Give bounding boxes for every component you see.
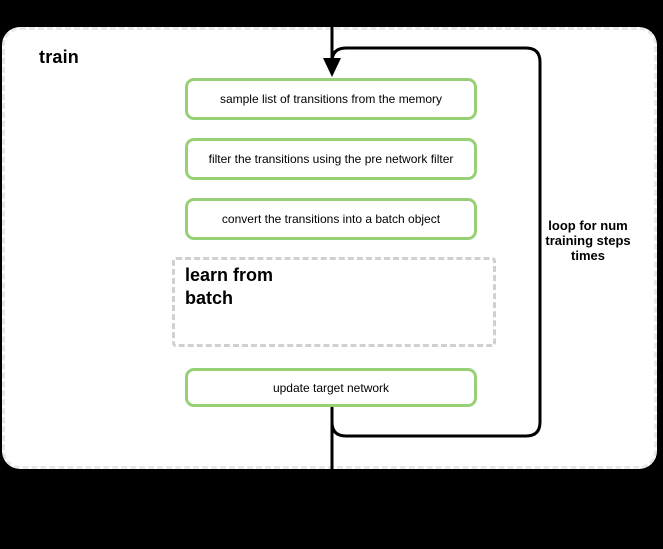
subprocess-label: learn from batch (185, 265, 274, 309)
step-label: update target network (272, 380, 390, 395)
loop-annotation: loop for num training steps times (545, 218, 631, 263)
step-sample-transitions: sample list of transitions from the memo… (185, 78, 477, 120)
step-label: filter the transitions using the pre net… (208, 152, 454, 166)
step-update-target-network: update target network (185, 368, 477, 407)
loop-boundary-line (330, 46, 542, 438)
step-convert-to-batch: convert the transitions into a batch obj… (185, 198, 477, 240)
train-group-label: train (39, 47, 80, 67)
step-label: sample list of transitions from the memo… (219, 92, 443, 106)
arrowhead-down-icon (323, 58, 341, 77)
step-label: convert the transitions into a batch obj… (221, 212, 441, 226)
step-filter-transitions: filter the transitions using the pre net… (185, 138, 477, 180)
subprocess-learn-from-batch: learn from batch (172, 257, 496, 347)
